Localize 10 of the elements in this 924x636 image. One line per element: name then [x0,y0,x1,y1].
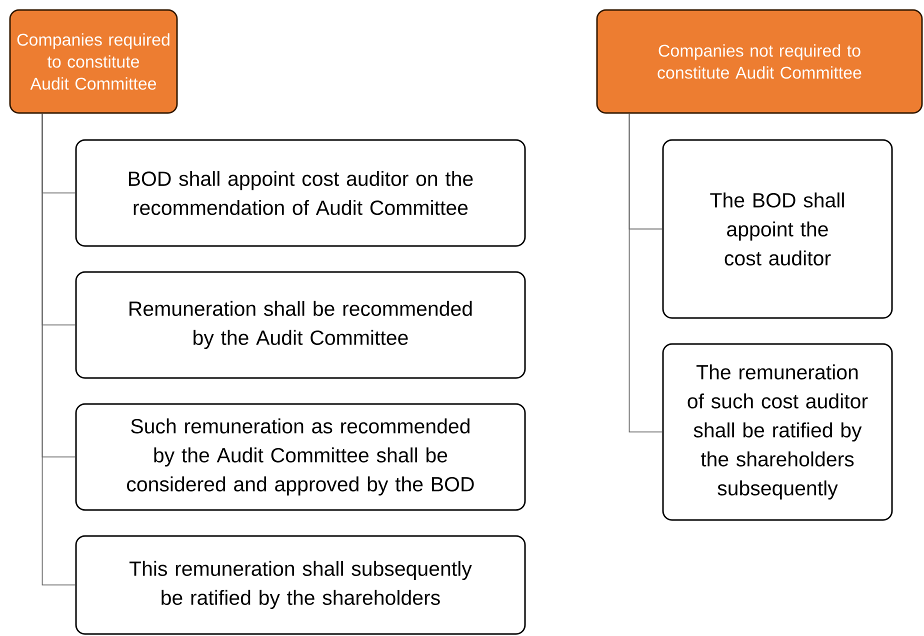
text-box: The remuneration of such cost auditor shall be ratified by the shareholders subsequently [662,343,893,521]
tree-connector [628,113,663,432]
header-box: Companies not required to constitute Audit Committee [596,9,923,114]
text-box: BOD shall appoint cost auditor on the recommendation of Audit Committee [75,139,526,247]
text-box: Remuneration shall be recommended by the Audit Committee [75,271,526,379]
tree-connector [42,113,76,586]
text-box: The BOD shall appoint the cost auditor [662,139,893,319]
text-box: Such remuneration as recommended by the Audit Committee shall be considered and approved by the BOD [75,403,526,511]
text-box: This remuneration shall subsequently be ratified by the shareholders [75,535,526,635]
header-box: Companies required to constitute Audit Committee [9,9,178,114]
